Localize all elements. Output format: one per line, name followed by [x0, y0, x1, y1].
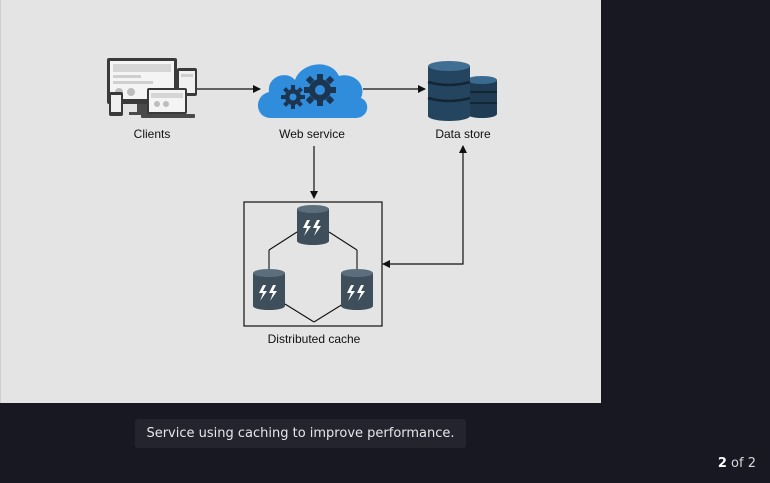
- cache-node-left: [253, 269, 285, 310]
- slide-counter: 2 of 2: [718, 456, 756, 471]
- cache-cluster-box: [243, 201, 383, 327]
- diagram-slide: Clients Web service Data store Distribut…: [0, 0, 601, 403]
- cache-node-right: [341, 269, 373, 310]
- web-service-label: Web service: [279, 127, 345, 141]
- distributed-cache-label: Distributed cache: [267, 332, 361, 346]
- cloud-gears-icon: [257, 64, 368, 118]
- cache-node-top: [297, 205, 329, 245]
- clients-label: Clients: [133, 127, 171, 141]
- current-slide-number: 2: [717, 456, 727, 471]
- devices-icon: [107, 58, 197, 118]
- total-slide-count: 2: [747, 456, 756, 471]
- arrow-cache-store-bidirectional: [382, 145, 467, 268]
- data-store-label: Data store: [435, 127, 491, 141]
- database-stack-icon: [427, 61, 497, 121]
- image-caption: Service using caching to improve perform…: [135, 419, 466, 448]
- architecture-diagram: [107, 58, 497, 327]
- counter-separator: of: [731, 456, 744, 471]
